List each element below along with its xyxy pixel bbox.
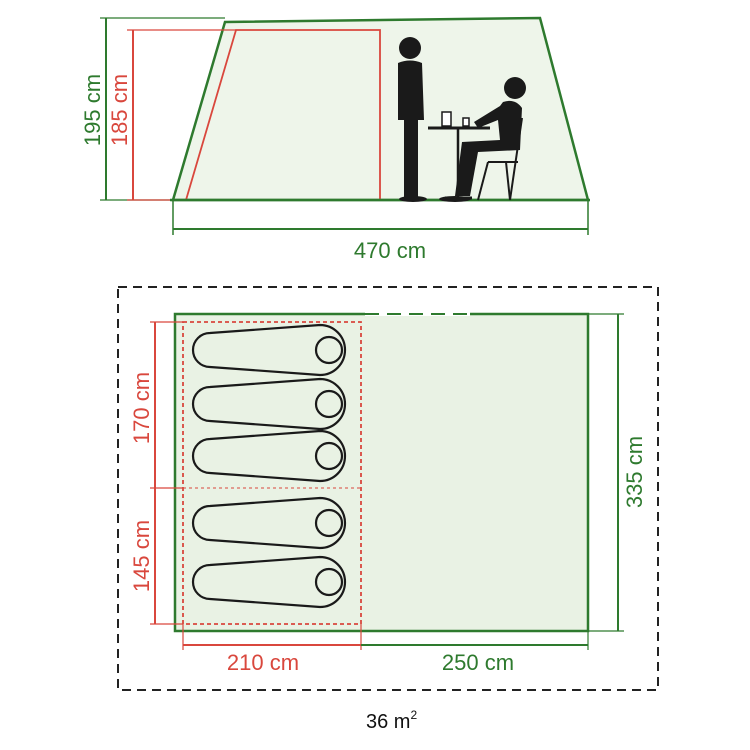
standing-person-icon	[398, 37, 427, 202]
outer-height-label: 195 cm	[80, 74, 105, 146]
footprint-outline	[117, 286, 659, 691]
floor-area-value: 36 m	[366, 711, 410, 733]
seated-person-icon	[439, 77, 526, 202]
sleeping-bag-icon	[191, 429, 347, 483]
floor-area-exponent: 2	[410, 708, 417, 722]
living-length-label: 250 cm	[442, 650, 514, 675]
sleeping-bag-icon	[191, 323, 347, 377]
sleeping-bag-icon	[191, 555, 347, 609]
side-view: 195 cm 185 cm 470 cm	[80, 16, 590, 263]
depth-label: 335 cm	[622, 436, 647, 508]
bedroom-2-width-label: 145 cm	[129, 520, 154, 592]
floor-plan: 170 cm 145 cm 335 cm 210 cm 250 cm	[117, 286, 659, 691]
sleeping-bag-icon	[191, 496, 347, 550]
sleeping-bag-icon	[191, 377, 347, 431]
bedroom-1-width-label: 170 cm	[129, 372, 154, 444]
bedroom-length-label: 210 cm	[227, 650, 299, 675]
tent-inner-profile	[185, 29, 381, 201]
sleeping-bags	[191, 323, 347, 609]
floor-area-label: 36 m2	[366, 708, 417, 733]
length-label: 470 cm	[354, 238, 426, 263]
inner-height-label: 185 cm	[107, 74, 132, 146]
bedroom-area	[182, 321, 362, 625]
